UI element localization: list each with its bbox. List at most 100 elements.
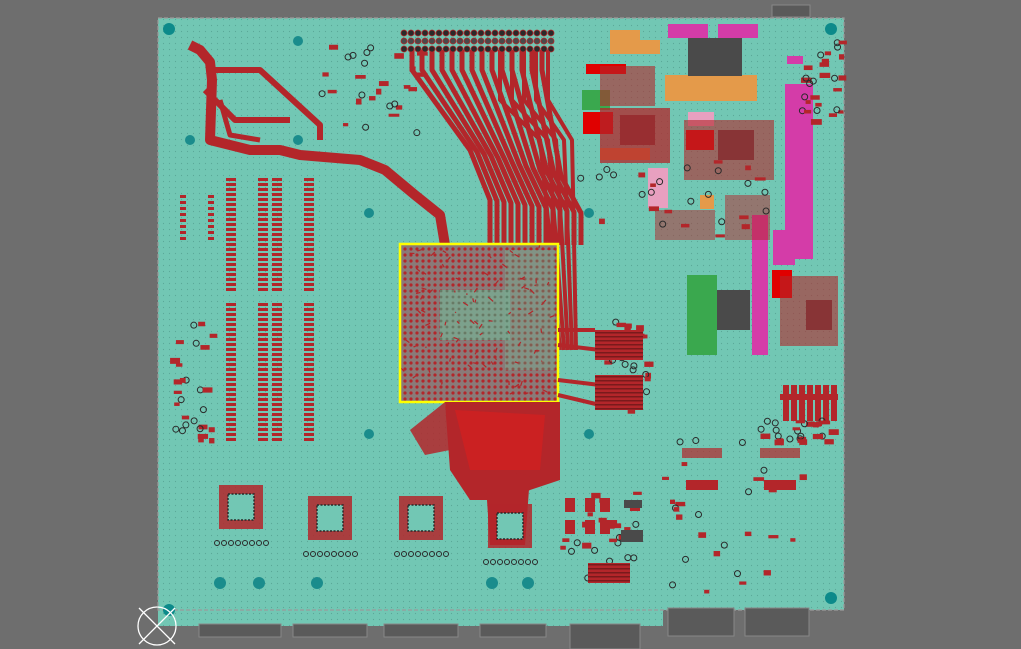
memory-pad: [258, 368, 268, 371]
memory-pad: [258, 243, 268, 246]
resistor: [791, 385, 797, 421]
smd-pad: [627, 410, 636, 414]
memory-pad: [258, 193, 268, 196]
memory-pad: [258, 423, 268, 426]
copper-block: [600, 108, 670, 163]
memory-pad: [272, 343, 282, 346]
smd-pad: [608, 520, 618, 525]
memory-pad: [304, 413, 314, 416]
magenta-bar: [752, 215, 768, 355]
header-pin: [456, 29, 464, 37]
via: [573, 539, 581, 547]
memory-pad: [272, 423, 282, 426]
bga-cpu[interactable]: [398, 242, 560, 404]
header-pin: [421, 29, 429, 37]
smd-pad: [355, 75, 366, 79]
smd-pad: [604, 360, 613, 365]
memory-pad: [258, 188, 268, 191]
smd-pad: [394, 53, 404, 59]
header-pin: [435, 45, 443, 53]
memory-pad: [272, 438, 282, 441]
memory-pad: [226, 263, 236, 266]
via: [738, 439, 746, 447]
bga-escape: [521, 284, 526, 289]
bga-escape: [525, 392, 529, 395]
header-pin: [400, 45, 408, 53]
memory-pad: [226, 188, 236, 191]
memory-pad: [304, 313, 314, 316]
memory-pad: [208, 237, 214, 240]
via: [422, 551, 428, 557]
memory-pad: [226, 388, 236, 391]
smd-pad: [170, 357, 181, 364]
memory-pad: [226, 363, 236, 366]
bga-escape: [462, 277, 466, 282]
via: [436, 551, 442, 557]
via: [704, 190, 712, 198]
via: [192, 339, 200, 347]
memory-pad: [272, 268, 282, 271]
smd-pad: [676, 514, 683, 520]
memory-pad: [272, 398, 282, 401]
header-pin: [407, 29, 415, 37]
header-pin: [526, 45, 534, 53]
via: [415, 551, 421, 557]
via: [504, 559, 510, 565]
via: [632, 520, 640, 528]
memory-pad: [226, 233, 236, 236]
memory-pad: [258, 353, 268, 356]
memory-pad: [272, 338, 282, 341]
right-components: [582, 24, 838, 355]
smd-pad: [610, 523, 622, 529]
header-pin: [519, 29, 527, 37]
via: [317, 551, 323, 557]
edge-connector: [198, 623, 282, 638]
memory-pad: [272, 318, 282, 321]
smd-pad: [713, 550, 721, 557]
fanout-trace: [489, 50, 549, 245]
memory-pad: [304, 348, 314, 351]
smd-pad: [704, 589, 710, 594]
smd-pad: [675, 501, 686, 507]
connector-pad: [682, 448, 722, 458]
memory-pad: [272, 203, 282, 206]
memory-pad: [304, 288, 314, 291]
memory-pad: [258, 213, 268, 216]
smd-pad: [713, 160, 723, 164]
smd-pad: [198, 321, 206, 327]
power-trace: [187, 40, 450, 246]
via-large: [185, 135, 195, 145]
via: [401, 551, 407, 557]
header-pin: [470, 37, 478, 45]
smd-pad: [202, 387, 213, 393]
qfn-chip-6: [595, 375, 643, 410]
via: [762, 207, 770, 215]
header-pin: [428, 29, 436, 37]
memory-pad: [272, 228, 282, 231]
via: [199, 406, 207, 414]
memory-pad: [258, 283, 268, 286]
via: [413, 129, 421, 137]
memory-pad: [258, 413, 268, 416]
bga-escape: [520, 380, 523, 387]
memory-pad: [258, 228, 268, 231]
bga-escape: [501, 263, 508, 269]
fanout-trace: [409, 50, 493, 245]
smd-pad: [810, 119, 822, 125]
bga-escape: [473, 287, 478, 293]
dark-ic: [715, 290, 750, 330]
memory-pad: [258, 208, 268, 211]
header-pin: [505, 29, 513, 37]
memory-pad: [272, 373, 282, 376]
cpu-side-trace: [557, 378, 601, 387]
memory-pad: [304, 343, 314, 346]
memory-pad: [208, 213, 214, 216]
memory-pad: [258, 268, 268, 271]
memory-pad: [304, 178, 314, 181]
memory-pad: [258, 403, 268, 406]
smd-pad: [838, 75, 847, 81]
memory-pad: [304, 193, 314, 196]
memory-pad: [258, 328, 268, 331]
